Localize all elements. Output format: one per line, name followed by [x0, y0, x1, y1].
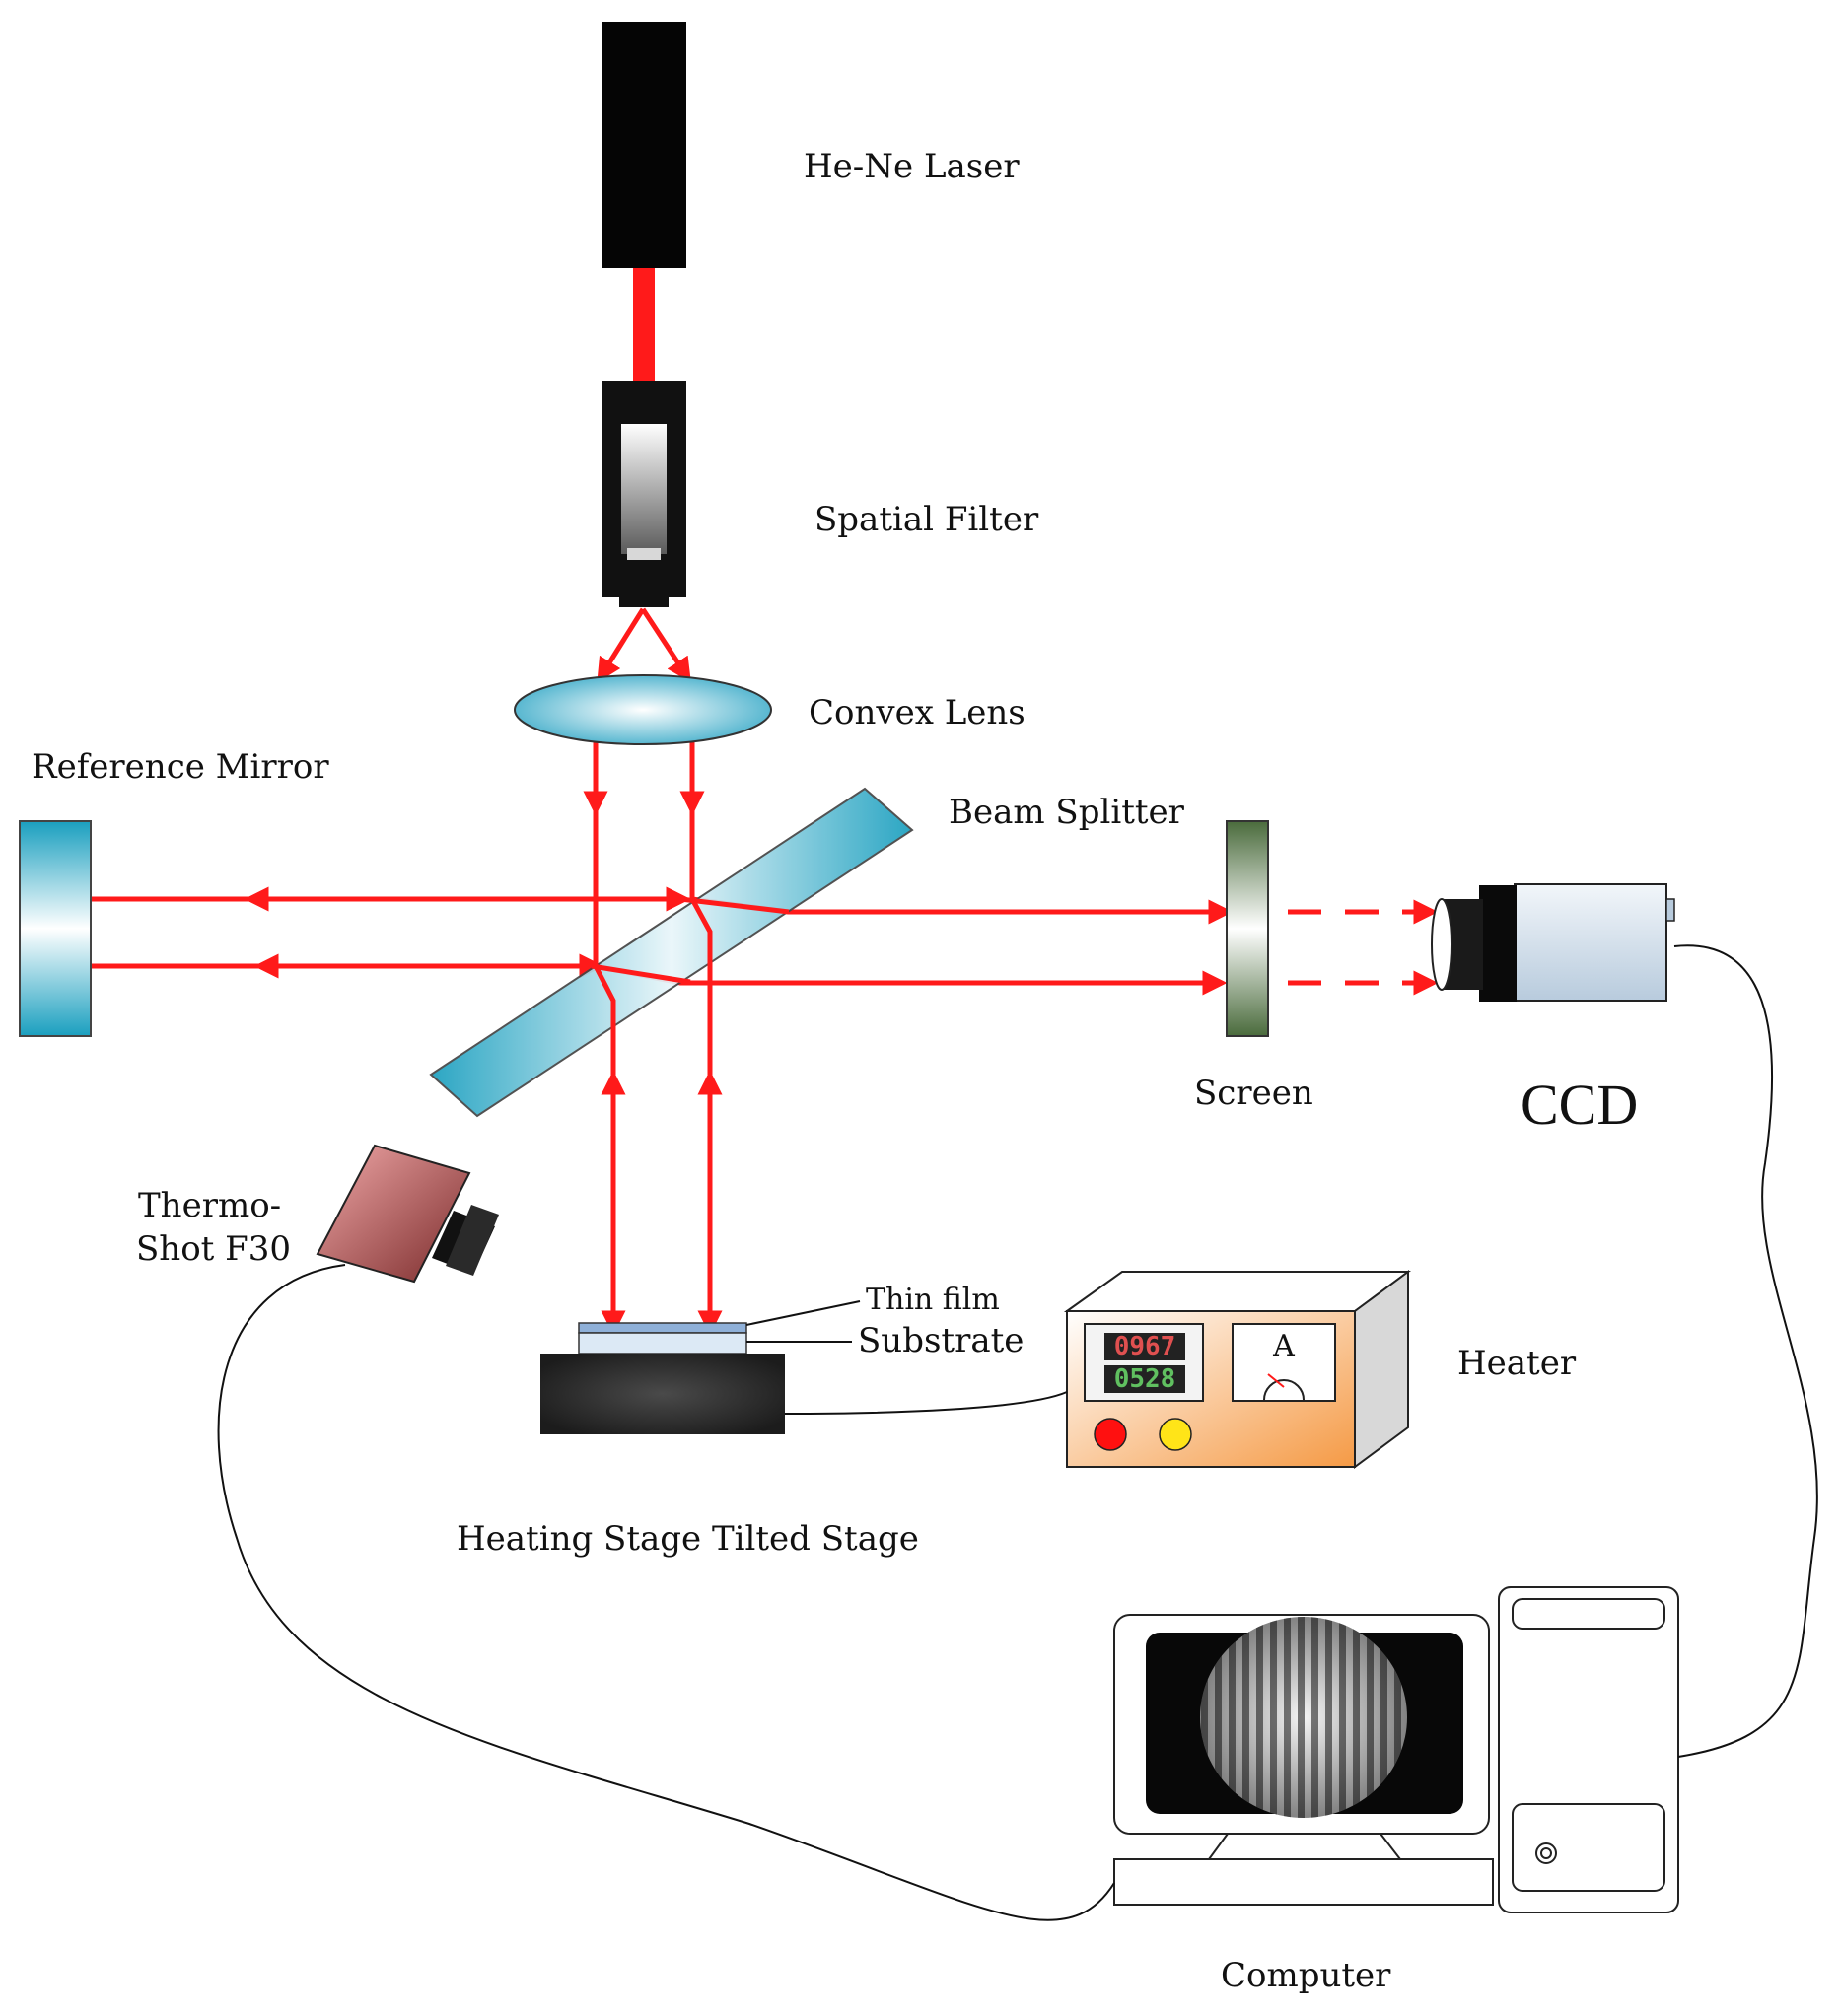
convex-lens	[514, 674, 772, 745]
label-thermo-line2: Shot F30	[136, 1229, 291, 1269]
screen	[1226, 820, 1269, 1037]
power-icon	[1535, 1842, 1557, 1864]
laser-beam-rays	[91, 607, 1234, 1336]
stage-heater-cable	[784, 1391, 1068, 1415]
label-computer: Computer	[1221, 1956, 1391, 1995]
heater-meter-unit: A	[1272, 1329, 1295, 1363]
thermo-cable	[217, 1264, 1115, 1921]
label-beam-splitter: Beam Splitter	[949, 793, 1185, 832]
label-ccd: CCD	[1521, 1073, 1638, 1137]
thin-film-leader	[745, 1300, 861, 1326]
label-convex-lens: Convex Lens	[809, 693, 1026, 732]
reference-mirror	[19, 820, 92, 1037]
screen-to-ccd-beams	[1288, 899, 1439, 996]
label-thermo-line1: Thermo-	[138, 1186, 281, 1225]
label-stages: Heating Stage Tilted Stage	[457, 1519, 919, 1559]
laser-body	[602, 22, 686, 268]
spatial-filter	[602, 381, 686, 607]
label-heater: Heater	[1457, 1344, 1577, 1383]
label-spatial-filter: Spatial Filter	[814, 500, 1039, 539]
cables	[217, 944, 1818, 1921]
substrate	[578, 1332, 747, 1355]
heating-stage	[540, 1354, 785, 1434]
thermo-camera	[316, 1144, 499, 1284]
thin-film	[578, 1322, 747, 1334]
computer	[1113, 1586, 1679, 1913]
ccd-camera	[1431, 883, 1675, 1002]
keyboard	[1113, 1858, 1494, 1906]
label-substrate: Substrate	[858, 1321, 1024, 1360]
beam-over-splitter	[591, 868, 790, 1075]
beam-splitter	[429, 787, 914, 1118]
ccd-cable	[1673, 944, 1818, 1758]
heater-display-bottom: 0528	[1114, 1364, 1176, 1394]
heater	[1063, 1270, 1412, 1469]
label-laser: He-Ne Laser	[804, 147, 1020, 186]
heater-display-top: 0967	[1114, 1332, 1176, 1361]
label-screen: Screen	[1194, 1074, 1313, 1113]
label-thin-film: Thin film	[866, 1283, 1000, 1317]
label-reference-mirror: Reference Mirror	[32, 747, 329, 787]
